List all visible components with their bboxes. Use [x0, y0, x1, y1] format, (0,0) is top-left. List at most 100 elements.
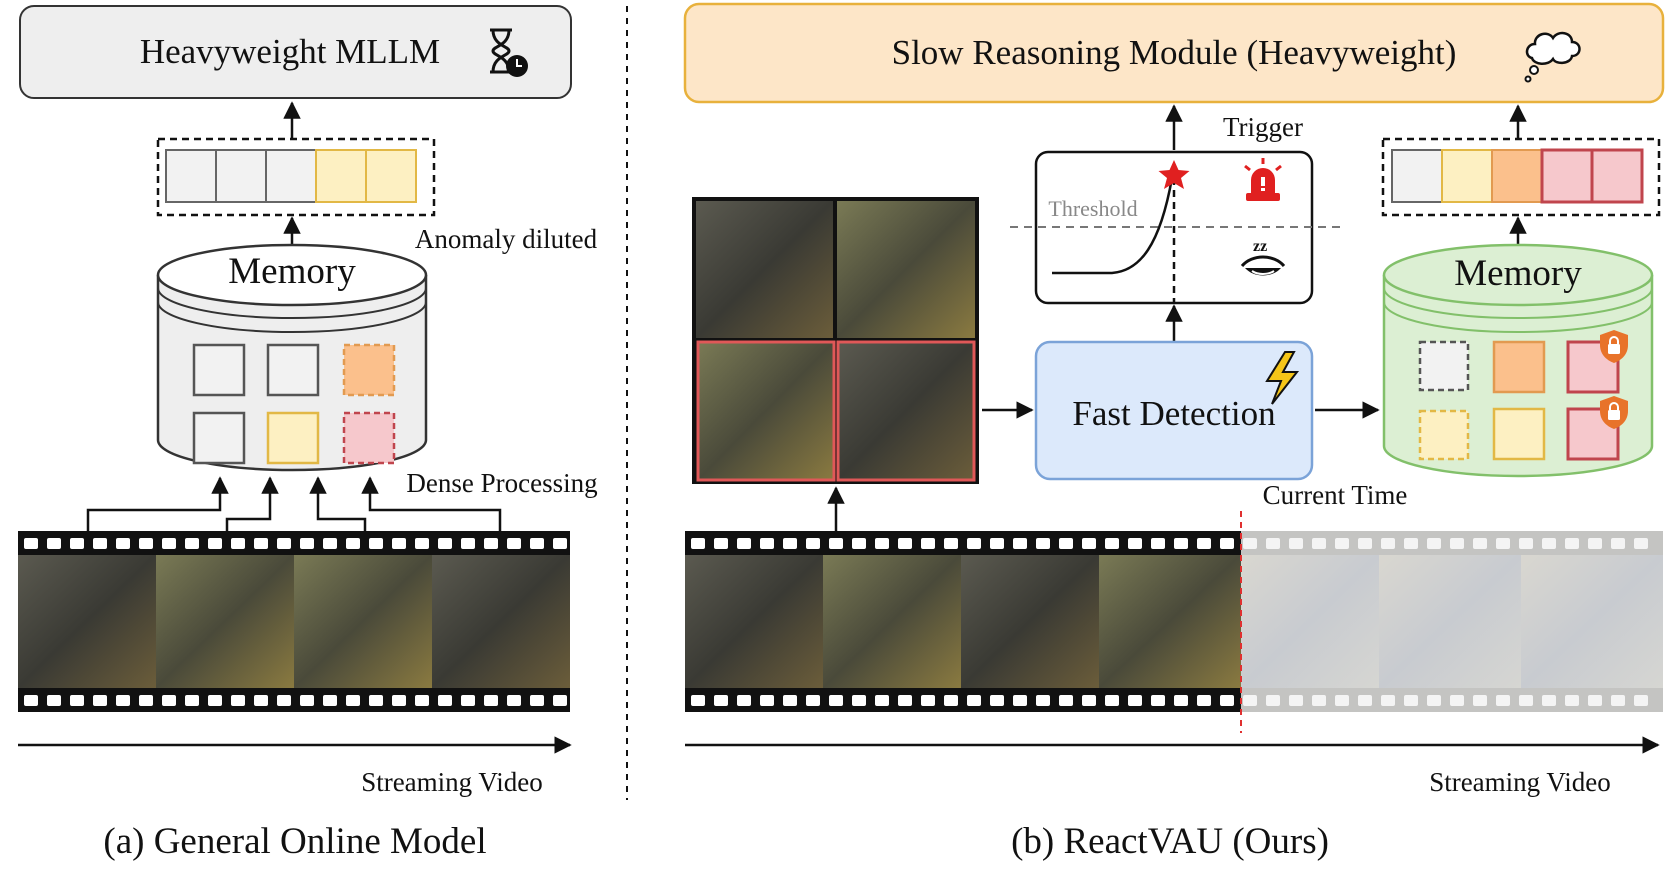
sprocket-hole	[530, 695, 544, 706]
sprocket-hole	[1059, 695, 1073, 706]
sprocket-hole	[1197, 695, 1211, 706]
sprocket-hole	[1358, 538, 1372, 549]
sprocket-hole	[1082, 695, 1096, 706]
sprocket-hole	[1542, 538, 1556, 549]
sprocket-hole	[1036, 538, 1050, 549]
fast-detection-label: Fast Detection	[1072, 394, 1275, 433]
sprocket-hole	[277, 695, 291, 706]
sprocket-hole	[1381, 538, 1395, 549]
threshold-box: Threshold zz	[1010, 150, 1340, 305]
sprocket-hole	[1082, 538, 1096, 549]
memory-token-dashed	[1418, 340, 1470, 392]
memory-token-dashed	[342, 411, 396, 465]
streaming-video-label-b: Streaming Video	[1429, 767, 1611, 797]
sprocket-hole	[875, 695, 889, 706]
sprocket-hole	[162, 695, 176, 706]
sprocket-hole	[691, 695, 705, 706]
memory-token	[192, 343, 246, 397]
token	[215, 149, 267, 203]
sprocket-hole	[944, 695, 958, 706]
video-frame	[837, 201, 975, 338]
sprocket-hole	[93, 538, 107, 549]
sprocket-hole	[783, 695, 797, 706]
panel-b: Slow Reasoning Module (Heavyweight) Trig…	[683, 2, 1665, 862]
sprocket-hole	[714, 538, 728, 549]
token-strip-a	[156, 137, 436, 217]
sprocket-hole	[553, 538, 567, 549]
sprocket-hole	[208, 538, 222, 549]
sprocket-hole	[346, 538, 360, 549]
token	[315, 149, 367, 203]
sprocket-hole	[1404, 538, 1418, 549]
sprocket-hole	[139, 695, 153, 706]
sprocket-hole	[1151, 538, 1165, 549]
sprocket-hole	[1450, 695, 1464, 706]
film-strip-b	[685, 531, 1663, 712]
sprocket-hole	[806, 538, 820, 549]
film-strip-a	[18, 531, 570, 712]
lock-shield-icon	[1600, 330, 1628, 363]
video-frame	[961, 555, 1099, 688]
sprocket-hole	[1128, 538, 1142, 549]
sprocket-hole	[783, 538, 797, 549]
sprocket-hole	[1565, 538, 1579, 549]
anomaly-token	[1540, 148, 1594, 204]
sprocket-hole	[553, 695, 567, 706]
sprocket-hole	[1243, 538, 1257, 549]
sprocket-hole	[1197, 538, 1211, 549]
sprocket-hole	[323, 695, 337, 706]
caption-a: (a) General Online Model	[103, 821, 486, 862]
current-time-label: Current Time	[1263, 480, 1408, 510]
sprocket-hole	[1427, 538, 1441, 549]
sprocket-hole	[1634, 695, 1648, 706]
sprocket-hole	[1013, 538, 1027, 549]
future-video-frame	[1379, 555, 1521, 688]
sprocket-hole	[24, 538, 38, 549]
sprocket-hole	[1427, 695, 1441, 706]
sprocket-hole	[47, 695, 61, 706]
sprocket-hole	[415, 695, 429, 706]
anomalous-frame	[836, 340, 976, 482]
sprocket-hole	[1381, 695, 1395, 706]
sprocket-hole	[1588, 538, 1602, 549]
sprocket-hole	[1174, 695, 1188, 706]
sprocket-hole	[1611, 695, 1625, 706]
threshold-label: Threshold	[1048, 196, 1137, 221]
sprocket-hole	[1312, 538, 1326, 549]
sprocket-hole	[875, 538, 889, 549]
sprocket-hole	[415, 538, 429, 549]
sprocket-hole	[1266, 695, 1280, 706]
video-frame	[685, 555, 823, 688]
token	[365, 149, 417, 203]
token	[1391, 149, 1443, 203]
sprocket-hole	[898, 538, 912, 549]
trigger-star	[1158, 160, 1190, 189]
memory-label-b: Memory	[1454, 253, 1582, 294]
sprocket-hole	[1128, 695, 1142, 706]
memory-token	[266, 343, 320, 397]
sprocket-hole	[852, 695, 866, 706]
sprocket-hole	[1358, 695, 1372, 706]
sprocket-hole	[1105, 695, 1119, 706]
sprocket-hole	[737, 538, 751, 549]
streaming-video-label-a: Streaming Video	[361, 767, 543, 797]
sprocket-hole	[1174, 538, 1188, 549]
sprocket-hole	[1289, 538, 1303, 549]
dense-processing-arrows	[86, 476, 502, 531]
sprocket-hole	[254, 695, 268, 706]
sprocket-hole	[346, 695, 360, 706]
sprocket-hole	[139, 538, 153, 549]
video-frame	[156, 555, 294, 688]
sprocket-hole	[921, 695, 935, 706]
sprocket-hole	[1335, 695, 1349, 706]
sprocket-hole	[852, 538, 866, 549]
slow-reasoning-label: Slow Reasoning Module (Heavyweight)	[892, 33, 1457, 72]
sprocket-hole	[1036, 695, 1050, 706]
sprocket-hole	[369, 695, 383, 706]
sprocket-hole	[829, 695, 843, 706]
memory-token	[192, 411, 246, 465]
video-frame	[1099, 555, 1241, 688]
sprocket-hole	[1634, 538, 1648, 549]
sprocket-hole	[990, 695, 1004, 706]
